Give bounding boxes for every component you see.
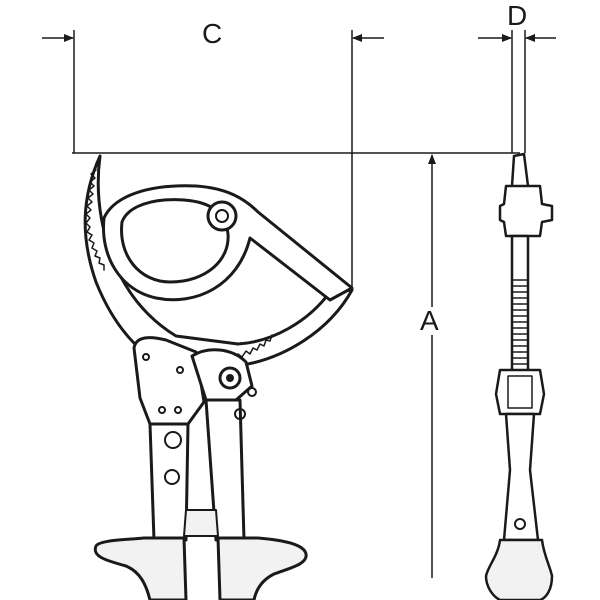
- grip-left: [93, 536, 188, 600]
- grip-right: [216, 536, 308, 600]
- side-view: [484, 152, 554, 600]
- ratchet-plate-left: [132, 336, 206, 426]
- rivet-5: [247, 387, 257, 397]
- blade-pivot-bolt-center: [215, 209, 229, 223]
- side-handle-hole: [514, 518, 526, 530]
- side-grip: [484, 538, 554, 600]
- blade-pivot-bolt: [206, 200, 238, 232]
- front-view: [83, 154, 354, 600]
- side-bolt-housing: [498, 184, 554, 238]
- side-ratchet-core: [507, 375, 533, 409]
- ratchet-pivot-bolt-center: [226, 374, 234, 382]
- handle-right-hole: [234, 408, 246, 420]
- ring-blade-inner-cutout: [120, 198, 230, 284]
- dimension-label-a: A: [418, 305, 441, 336]
- rivet-4: [174, 406, 182, 414]
- dimension-label-d: D: [507, 0, 528, 31]
- rivet-1: [142, 353, 150, 361]
- dimension-label-c: C: [202, 18, 223, 49]
- rivet-2: [176, 366, 184, 374]
- handle-left-hole-1: [164, 431, 182, 449]
- side-thread: [512, 279, 528, 365]
- handle-left-hole-2: [164, 469, 180, 485]
- side-handle: [502, 412, 540, 542]
- dimension-lines: [42, 30, 556, 578]
- handle-left-arm: [148, 422, 190, 542]
- handle-center-gap: [183, 509, 219, 537]
- rivet-3: [158, 406, 166, 414]
